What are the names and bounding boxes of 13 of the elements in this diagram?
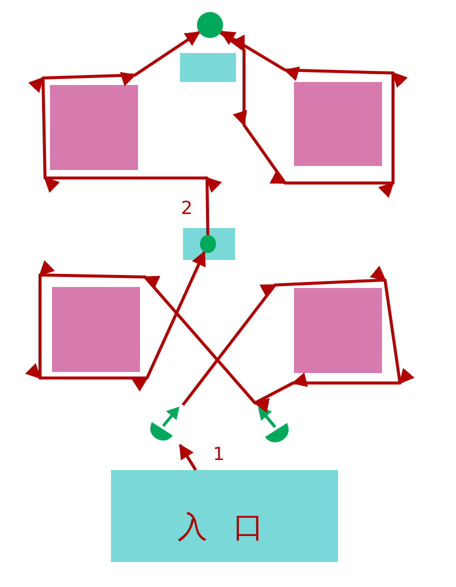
square-area [52,287,140,372]
route-arrow [178,444,197,471]
square-area [294,288,382,373]
entrance-label: 入 口 [178,509,272,547]
square-area [294,82,382,166]
route-arrow [28,30,222,236]
square-area [50,85,138,170]
dot-marker [197,12,223,38]
route-arrow [220,30,408,198]
area-box [180,53,236,82]
dot-marker [200,235,216,253]
route-arrow [25,251,414,413]
area-box [183,228,235,260]
